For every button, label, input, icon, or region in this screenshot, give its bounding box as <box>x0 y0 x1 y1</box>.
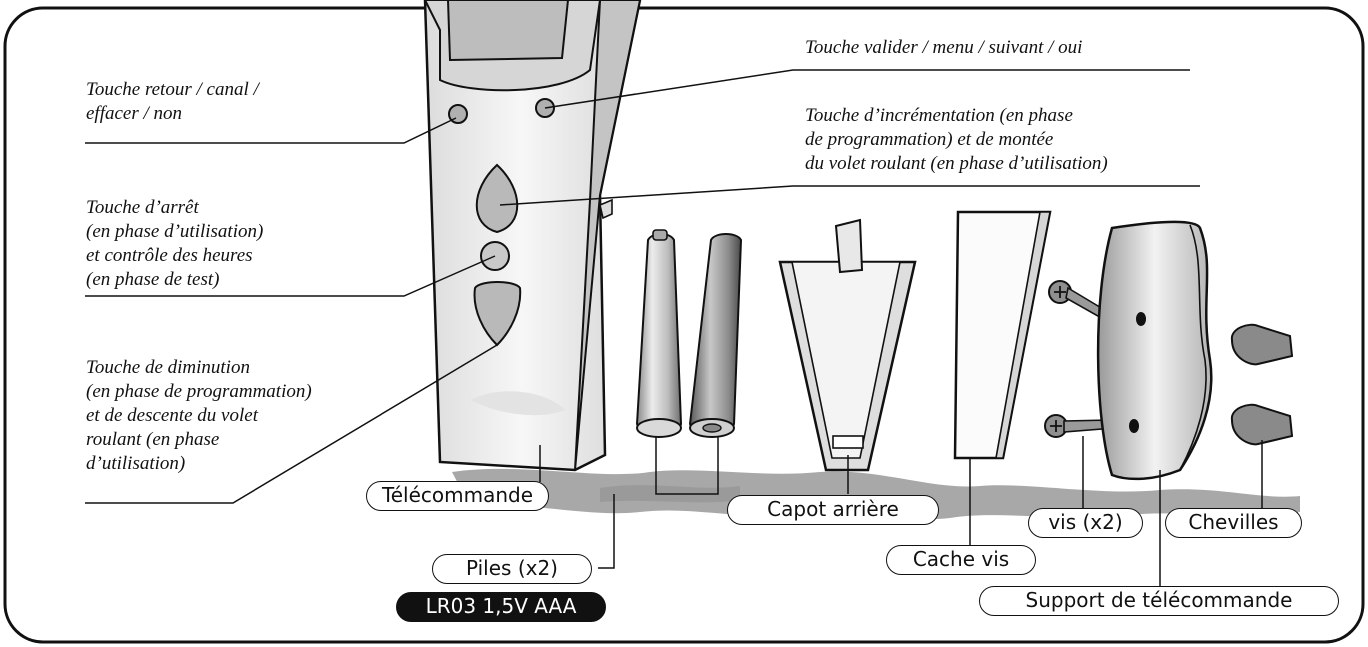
label-cache-vis: Cache vis <box>886 545 1036 575</box>
label-vis: vis (x2) <box>1028 508 1143 538</box>
callout-valider: Touche valider / menu / suivant / oui <box>805 37 1083 58</box>
leader-valider <box>544 69 1190 109</box>
wall-plugs <box>1230 323 1294 446</box>
label-support: Support de télécommande <box>979 586 1339 616</box>
callout-retour: Touche retour / canal / effacer / non <box>86 79 259 124</box>
frame-border <box>3 6 1365 644</box>
leader-diminution <box>85 344 498 504</box>
callout-arret: Touche d’arrêt (en phase d’utilisation) … <box>86 197 264 290</box>
leader-piles <box>598 436 719 569</box>
remote-control <box>423 0 642 472</box>
label-telecommande: Télécommande <box>366 481 549 511</box>
leader-retour <box>85 117 457 144</box>
label-piles: Piles (x2) <box>432 554 592 584</box>
leader-lines <box>85 69 1263 590</box>
leader-incrementation <box>499 185 1200 206</box>
label-capot-arriere: Capot arrière <box>727 495 939 525</box>
screw-cover-edge <box>995 211 1051 459</box>
callout-diminution: Touche de diminution (en phase de progra… <box>86 357 312 474</box>
leader-arret <box>85 255 496 297</box>
label-piles-type: LR03 1,5V AAA <box>396 592 606 622</box>
remote-support <box>1096 220 1213 481</box>
ground-shadow <box>452 468 1300 520</box>
back-cover <box>778 218 917 472</box>
callout-incrementation: Touche d’incrémentation (en phase de pro… <box>805 105 1108 174</box>
batteries <box>635 229 743 438</box>
label-chevilles: Chevilles <box>1165 508 1302 538</box>
